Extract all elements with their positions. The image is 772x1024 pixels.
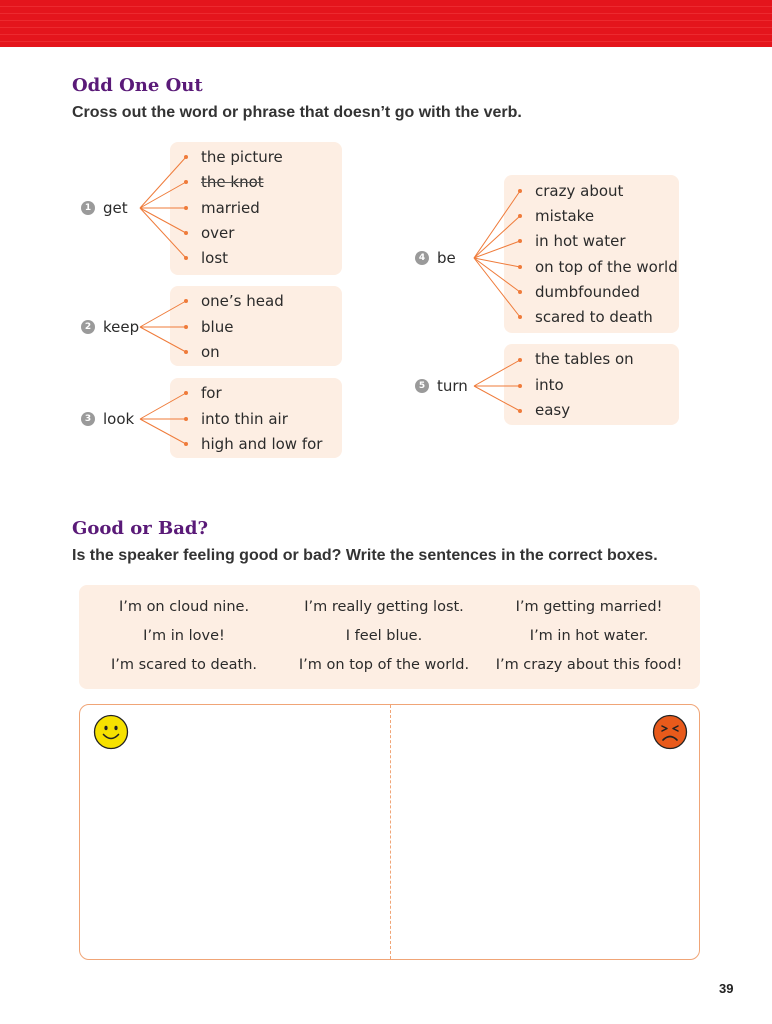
sentence[interactable]: I’m on cloud nine. bbox=[118, 599, 250, 615]
number-badge: 3 bbox=[81, 412, 95, 426]
sentence[interactable]: I’m really getting lost. bbox=[304, 599, 464, 615]
option[interactable]: blue bbox=[201, 318, 234, 336]
smiley-face-icon bbox=[93, 714, 129, 750]
sentence-bank: I’m on cloud nine. I’m really getting lo… bbox=[79, 585, 700, 689]
number-badge: 5 bbox=[415, 379, 429, 393]
verb-label: be bbox=[437, 249, 456, 267]
angry-face-icon bbox=[652, 714, 688, 750]
option[interactable]: into bbox=[535, 376, 564, 394]
sentence[interactable]: I feel blue. bbox=[345, 628, 423, 644]
option[interactable]: over bbox=[201, 224, 235, 242]
option[interactable]: one’s head bbox=[201, 292, 284, 310]
option[interactable]: married bbox=[201, 199, 260, 217]
option[interactable]: lost bbox=[201, 249, 229, 267]
option[interactable]: on bbox=[201, 343, 220, 361]
sentence[interactable]: I’m in love! bbox=[143, 628, 225, 644]
options-box bbox=[504, 344, 679, 425]
verb-label: turn bbox=[437, 377, 468, 395]
instruction-odd-one-out: Cross out the word or phrase that doesn’… bbox=[72, 104, 522, 121]
number-badge: 1 bbox=[81, 201, 95, 215]
option[interactable]: the tables on bbox=[535, 350, 634, 368]
option[interactable]: easy bbox=[535, 401, 571, 419]
option-crossed-out[interactable]: the knot bbox=[201, 173, 264, 191]
options-box bbox=[170, 378, 342, 458]
verb-label: get bbox=[103, 199, 128, 217]
sentence[interactable]: I’m in hot water. bbox=[529, 628, 649, 644]
sentence[interactable]: I’m crazy about this food! bbox=[495, 657, 683, 673]
number-badge: 2 bbox=[81, 320, 95, 334]
section-title-good-or-bad: Good or Bad? bbox=[72, 518, 209, 539]
option[interactable]: dumbfounded bbox=[535, 283, 640, 301]
options-box bbox=[170, 142, 342, 275]
header-band bbox=[0, 0, 772, 47]
option[interactable]: in hot water bbox=[535, 232, 626, 250]
page-number: 39 bbox=[719, 981, 734, 996]
section-title-odd-one-out: Odd One Out bbox=[72, 75, 203, 96]
option[interactable]: crazy about bbox=[535, 182, 624, 200]
option[interactable]: high and low for bbox=[201, 435, 323, 453]
verb-label: look bbox=[103, 410, 135, 428]
number-badge: 4 bbox=[415, 251, 429, 265]
options-box bbox=[504, 175, 679, 333]
instruction-good-or-bad: Is the speaker feeling good or bad? Writ… bbox=[72, 547, 658, 564]
answer-area bbox=[79, 704, 700, 960]
sentence[interactable]: I’m scared to death. bbox=[110, 657, 258, 673]
option[interactable]: mistake bbox=[535, 207, 595, 225]
column-divider bbox=[390, 705, 391, 959]
option[interactable]: into thin air bbox=[201, 410, 288, 428]
option[interactable]: the picture bbox=[201, 148, 283, 166]
sentence[interactable]: I’m getting married! bbox=[515, 599, 663, 615]
option[interactable]: for bbox=[201, 384, 222, 402]
verb-label: keep bbox=[103, 318, 140, 336]
sentence[interactable]: I’m on top of the world. bbox=[298, 657, 470, 673]
options-box bbox=[170, 286, 342, 366]
option[interactable]: on top of the world bbox=[535, 258, 678, 276]
option[interactable]: scared to death bbox=[535, 308, 653, 326]
